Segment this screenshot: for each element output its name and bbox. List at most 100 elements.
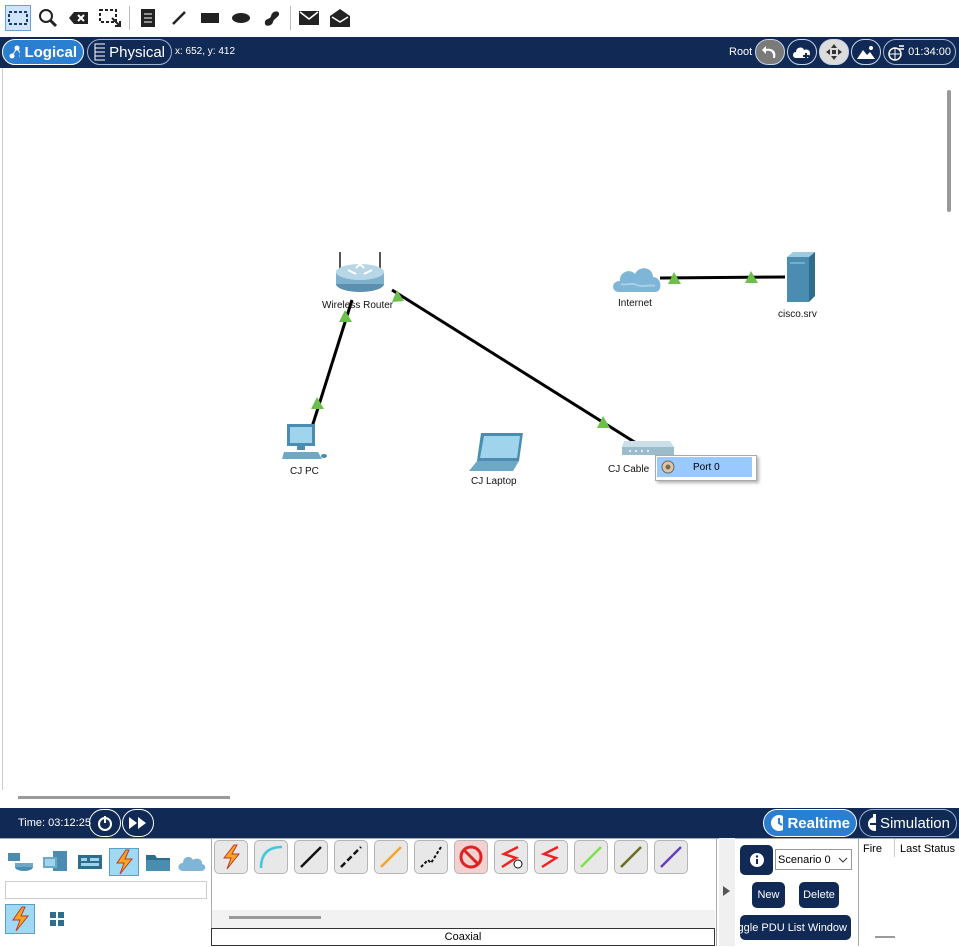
port-menu-item[interactable]: Port 0	[657, 457, 752, 477]
link-internet-server[interactable]	[659, 275, 786, 280]
link-status-up	[339, 310, 352, 322]
chevron-down-icon	[838, 857, 848, 863]
select-icon[interactable]	[5, 5, 31, 31]
fire-column-header: Fire	[863, 843, 882, 855]
internet-label: Internet	[618, 298, 652, 309]
link-status-up	[745, 271, 758, 283]
physical-label: Physical	[109, 43, 165, 61]
router-label: Wireless Router	[322, 300, 394, 311]
toggle-pdu-list-button[interactable]: oggle PDU List Window	[740, 915, 851, 940]
components-icon[interactable]	[75, 848, 105, 876]
port-icon	[661, 460, 675, 474]
simple-pdu-icon[interactable]	[296, 5, 322, 31]
port-label: Port 0	[693, 461, 720, 473]
crossover-icon[interactable]	[334, 840, 368, 874]
device-search-field[interactable]	[5, 881, 207, 899]
realtime-label: Realtime	[787, 814, 850, 832]
delete-icon[interactable]	[66, 5, 92, 31]
coaxial-icon[interactable]	[454, 840, 488, 874]
ellipse-icon[interactable]	[228, 5, 254, 31]
realtime-tab[interactable]: Realtime	[763, 809, 857, 837]
grid-icon[interactable]	[42, 905, 72, 933]
phone-cable-icon[interactable]	[414, 840, 448, 874]
link-status-up	[597, 416, 610, 428]
link-status-up	[392, 290, 404, 302]
background-image-icon[interactable]	[851, 39, 881, 65]
new-cluster-icon[interactable]	[787, 39, 817, 65]
line-icon[interactable]	[166, 5, 192, 31]
complex-pdu-icon[interactable]	[327, 5, 353, 31]
root-label: Root	[729, 46, 753, 58]
simulation-label: Simulation	[879, 814, 950, 832]
physical-icon	[94, 43, 106, 61]
end-devices-icon[interactable]	[40, 848, 70, 876]
fast-forward-icon[interactable]	[122, 809, 154, 837]
fiber-icon[interactable]	[374, 840, 408, 874]
new-scenario-button[interactable]: New	[752, 882, 785, 908]
cable-list-scroll-area	[212, 910, 715, 928]
expand-arrow-icon[interactable]	[723, 886, 730, 896]
pdu-list-table	[858, 839, 959, 946]
info-icon[interactable]	[740, 845, 773, 875]
connections-subtype-icon[interactable]	[5, 904, 35, 934]
power-cycle-icon[interactable]	[89, 809, 121, 837]
simulation-tab[interactable]: Simulation	[859, 809, 957, 837]
laptop-icon[interactable]	[467, 431, 525, 473]
connections-icon[interactable]	[109, 848, 139, 876]
laptop-label: CJ Laptop	[471, 476, 517, 487]
cloud-icon[interactable]	[611, 264, 663, 294]
logical-workspace[interactable]	[2, 68, 943, 790]
resize-icon[interactable]	[97, 5, 123, 31]
workspace-nav-bar: Logical Physical x: 652, y: 412 Root 01:…	[0, 37, 959, 68]
main-toolbar	[0, 0, 959, 38]
clock-display: 01:34:00	[908, 46, 951, 58]
network-devices-icon[interactable]	[5, 848, 35, 876]
server-icon[interactable]	[783, 251, 819, 303]
miscellaneous-icon[interactable]	[143, 848, 173, 876]
logical-icon	[9, 45, 21, 59]
link-status-up	[311, 397, 324, 409]
selected-cable-name: Coaxial	[211, 928, 715, 946]
time-bar: Time: 03:12:25 Realtime Simulation	[0, 808, 959, 838]
last-status-column-header: Last Status	[900, 843, 956, 855]
physical-tab[interactable]: Physical	[87, 39, 172, 65]
note-icon[interactable]	[135, 5, 161, 31]
modem-label: CJ Cable	[608, 464, 650, 475]
auto-cable-icon[interactable]	[214, 840, 248, 874]
freeform-icon[interactable]	[259, 5, 285, 31]
pdu-list-scrollbar[interactable]	[875, 936, 895, 938]
server-label: cisco.srv	[778, 309, 817, 320]
console-cable-icon[interactable]	[254, 840, 288, 874]
delete-scenario-button[interactable]: Delete	[799, 882, 839, 908]
logical-label: Logical	[24, 43, 77, 61]
scenario-select[interactable]: Scenario 0	[775, 849, 852, 870]
viewport-icon	[888, 45, 905, 61]
serial-dte-icon[interactable]	[534, 840, 568, 874]
cable-list-scrollbar[interactable]	[229, 916, 321, 919]
search-icon[interactable]	[35, 5, 61, 31]
usb-cable-icon[interactable]	[654, 840, 688, 874]
scenario-selected: Scenario 0	[778, 853, 831, 866]
pc-icon[interactable]	[282, 422, 328, 462]
serial-dce-icon[interactable]	[494, 840, 528, 874]
octal-cable-icon[interactable]	[574, 840, 608, 874]
horizontal-scrollbar[interactable]	[18, 796, 230, 799]
pc-label: CJ PC	[290, 466, 319, 477]
vertical-scrollbar[interactable]	[947, 90, 951, 212]
time-display: Time: 03:12:25	[18, 817, 91, 829]
link-router-modem[interactable]	[391, 288, 637, 445]
back-icon[interactable]	[755, 39, 785, 65]
viewport-clock-button[interactable]: 01:34:00	[883, 39, 956, 65]
rectangle-icon[interactable]	[197, 5, 223, 31]
link-status-up	[668, 272, 681, 284]
multiuser-icon[interactable]	[177, 848, 207, 876]
move-object-icon[interactable]	[819, 39, 849, 65]
logical-tab[interactable]: Logical	[2, 39, 84, 65]
stopwatch-icon	[868, 814, 876, 831]
straight-through-icon[interactable]	[294, 840, 328, 874]
wireless-router-icon[interactable]	[334, 250, 386, 296]
iot-cable-icon[interactable]	[614, 840, 648, 874]
cursor-coordinates: x: 652, y: 412	[175, 46, 236, 57]
cable-modem-icon[interactable]	[620, 439, 676, 457]
